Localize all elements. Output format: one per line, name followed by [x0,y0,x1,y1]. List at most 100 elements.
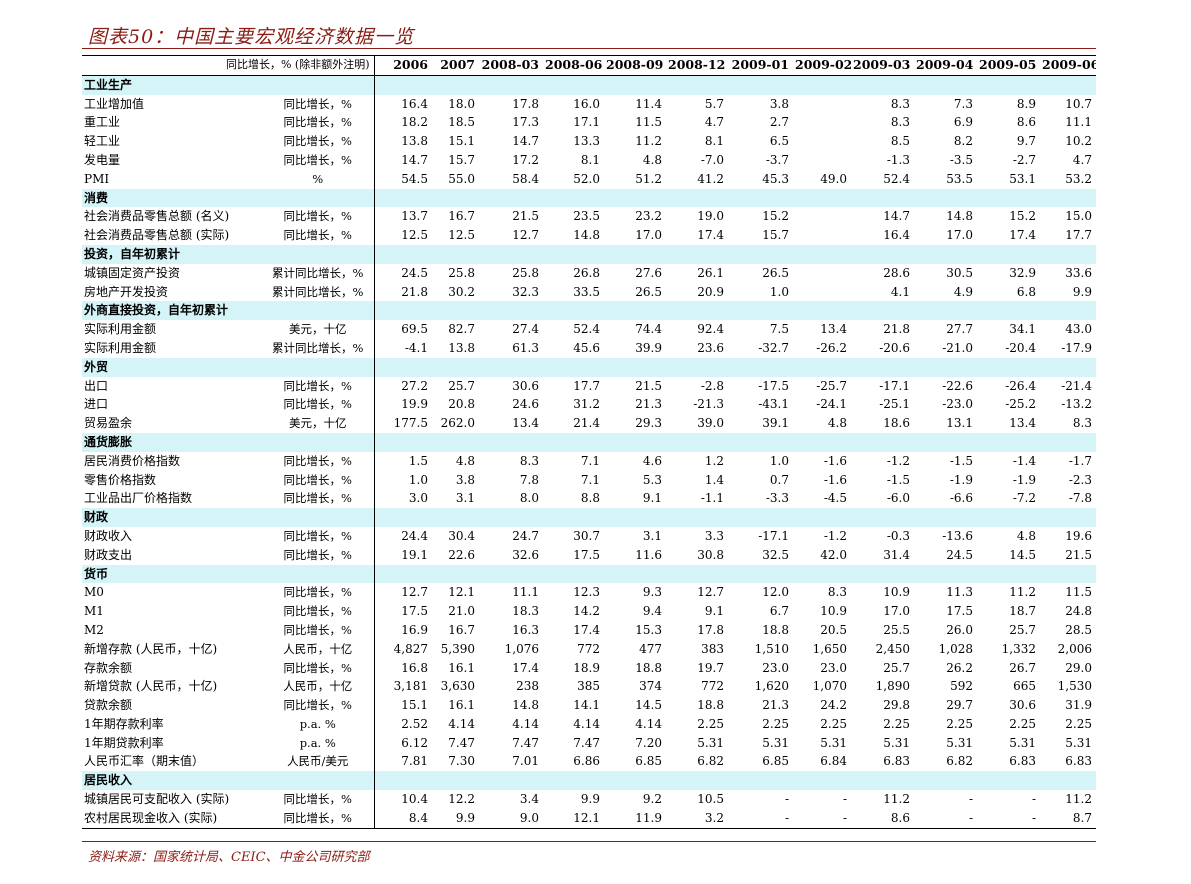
data-cell: 11.3 [946,585,973,600]
data-cell: 51.2 [635,171,662,186]
data-cell: 4.14 [635,716,662,731]
data-cell: 772 [577,641,600,656]
data-cell: -17.5 [758,378,789,393]
data-cell: 19.9 [401,397,428,412]
data-cell: 21.3 [762,698,789,713]
source-note: 资料来源：国家统计局、CEIC、中金公司研究部 [88,850,370,865]
data-cell: 4.14 [573,716,600,731]
data-cell: 26.1 [697,265,724,280]
data-cell: 30.8 [697,547,724,562]
data-cell: 6.5 [769,134,789,149]
page-title: 图表50：中国主要宏观经济数据一览 [88,26,415,48]
data-cell: 7.5 [769,322,789,337]
section-title: 外贸 [82,357,375,377]
data-cell: 6.82 [946,754,973,769]
data-cell: 11.2 [1009,585,1036,600]
data-cell: 9.9 [1072,284,1092,299]
column-header: 2007 [440,57,475,72]
indicator-unit: 同比增长，% [262,395,375,415]
data-cell: 5.31 [946,735,973,750]
data-cell: 17.5 [401,604,428,619]
data-cell: 25.5 [883,622,910,637]
data-cell: -1.6 [823,472,847,487]
data-cell: 9.0 [519,810,539,825]
data-cell: -7.0 [700,152,724,167]
indicator-name: M0 [84,585,104,600]
data-cell: -6.6 [949,491,973,506]
data-cell: 7.3 [953,96,973,111]
data-cell: 1,890 [875,679,910,694]
data-cell: 31.2 [573,397,600,412]
section-title: 通货膨胀 [82,432,375,452]
data-cell: 14.5 [635,698,662,713]
data-cell: 14.5 [1009,547,1036,562]
data-cell: 1.0 [769,453,789,468]
data-cell: 2.7 [769,115,789,130]
data-cell: 13.8 [401,134,428,149]
data-cell: 22.6 [448,547,475,562]
data-cell: 26.7 [1009,660,1036,675]
data-cell: 7.81 [401,754,428,769]
data-cell: 262.0 [440,416,475,431]
indicator-unit: 人民币/美元 [262,752,375,772]
data-cell: 33.5 [573,284,600,299]
indicator-name: 重工业 [84,115,121,130]
data-cell: 14.1 [573,698,600,713]
indicator-name: 新增存款 (人民币，十亿) [84,641,218,656]
section-header-row: 工业生产 [82,75,1096,95]
indicator-name: M2 [84,622,104,637]
indicator-name: 贷款余额 [84,698,133,713]
indicator-unit: 同比增长，% [262,790,375,809]
data-cell: - [1031,792,1036,807]
data-cell: 4.7 [1072,152,1092,167]
data-cell: 32.3 [512,284,539,299]
data-cell: 27.6 [635,265,662,280]
title-divider [82,48,1096,49]
data-cell: -21.4 [1061,378,1092,393]
indicator-name: 1年期贷款利率 [84,735,164,750]
section-header-row: 货币 [82,564,1096,584]
indicator-unit: 同比增长，% [262,150,375,170]
data-cell: 20.9 [697,284,724,299]
header-row: 同比增长，% (除非额外注明) 2006 2007 2008-03 2008-0… [82,55,1096,76]
data-cell: 3.3 [704,528,724,543]
data-cell: 2.25 [1065,716,1092,731]
data-cell: 53.2 [1065,171,1092,186]
data-cell: 16.8 [401,660,428,675]
data-cell: 5.31 [820,735,847,750]
column-header: 2009-06 [1042,57,1096,72]
data-cell: 26.2 [946,660,973,675]
data-cell: 5,390 [440,641,475,656]
data-cell: 8.5 [890,134,910,149]
data-cell: - [842,810,847,825]
data-cell: 6.82 [697,754,724,769]
data-cell: 3,181 [393,679,428,694]
data-cell: 17.4 [573,622,600,637]
data-cell: -21.0 [942,340,973,355]
data-cell: 45.6 [573,340,600,355]
data-cell: 49.0 [820,171,847,186]
data-cell: -1.5 [886,472,910,487]
indicator-name: 发电量 [84,152,121,167]
data-cell: -2.8 [700,378,724,393]
data-cell: 4.8 [455,453,475,468]
indicator-unit: 同比增长，% [262,113,375,133]
section-title: 外商直接投资，自年初累计 [82,301,375,321]
section-title: 工业生产 [82,75,375,95]
data-cell: 18.7 [1009,604,1036,619]
column-header: 2009-05 [979,57,1037,72]
data-cell: -1.1 [700,491,724,506]
data-cell: 18.8 [635,660,662,675]
data-cell: 9.1 [704,604,724,619]
section-header-row: 消费 [82,188,1096,208]
section-fill [374,188,1096,208]
data-cell: 16.1 [448,698,475,713]
data-cell: 24.7 [512,528,539,543]
indicator-unit: 同比增长，% [262,620,375,640]
